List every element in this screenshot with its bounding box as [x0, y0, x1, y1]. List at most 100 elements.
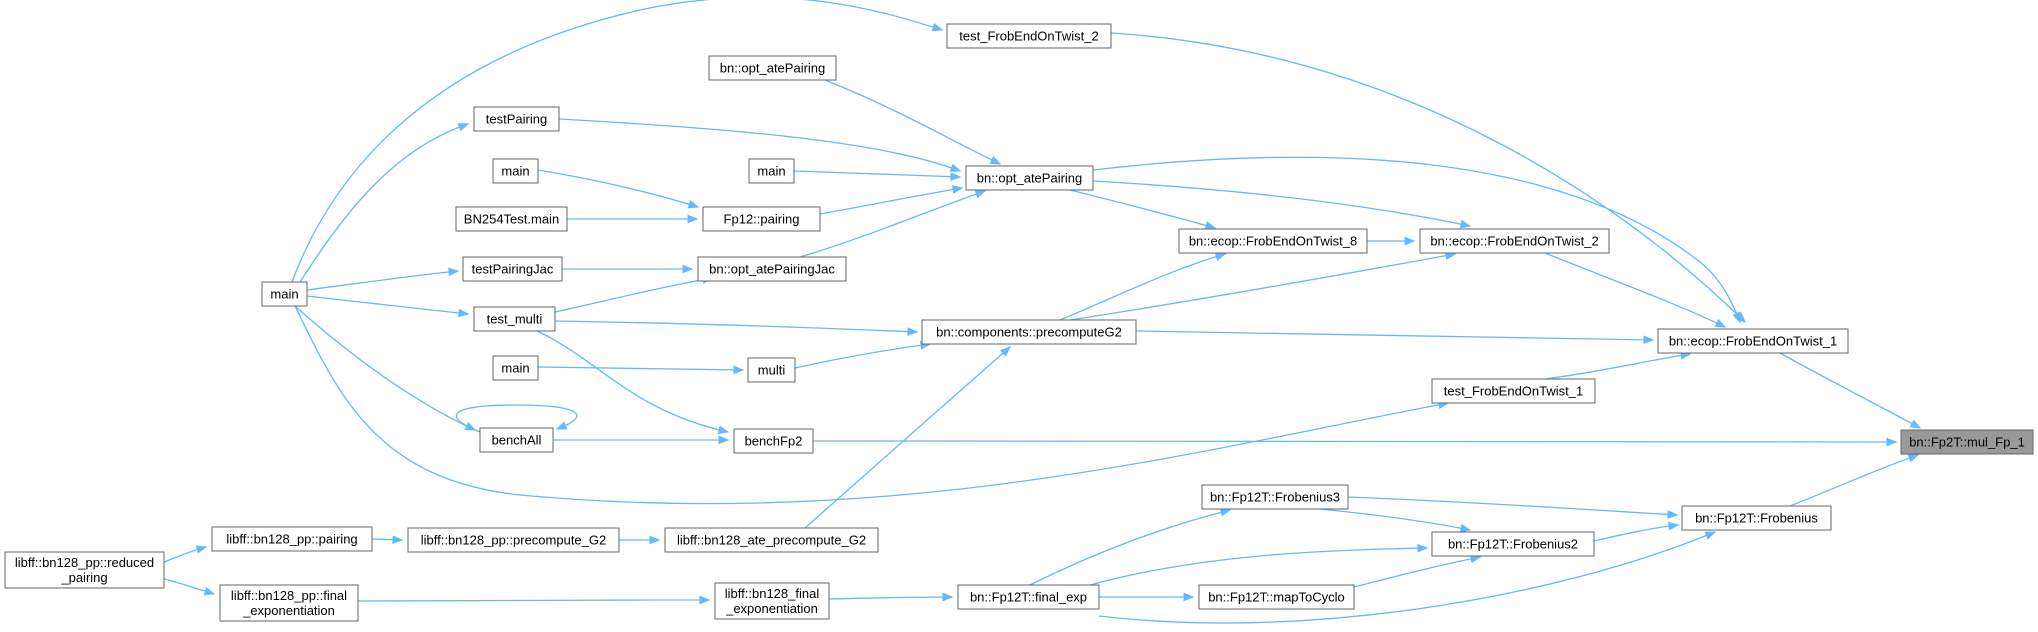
node-libff-bn128-pp-final-exponentiation[interactable]: libff::bn128_pp::final_exponentiation [219, 584, 359, 622]
call-edge-line [812, 440, 1897, 443]
node-box [1201, 484, 1349, 510]
node-label: multi [758, 363, 786, 378]
call-edge-arrowhead [392, 535, 404, 545]
node-label: libff::bn128_pp::pairing [226, 532, 357, 547]
call-edge-line [1789, 454, 1919, 507]
call-edge [828, 592, 954, 602]
node-benchfp2[interactable]: benchFp2 [733, 428, 814, 454]
call-edge [1098, 531, 1717, 624]
node-fp12t-frobenius[interactable]: bn::Fp12T::Frobenius [1681, 505, 1832, 531]
call-edge-line [306, 270, 459, 291]
node-libff-bn128-pp-reduced-pairing[interactable]: libff::bn128_pp::reduced_pairing [4, 551, 165, 589]
node-label: testPairingJac [472, 262, 554, 277]
call-edge-arrowhead [457, 123, 470, 132]
node-label: benchAll [492, 433, 542, 448]
node-fp12t-maptocyclo[interactable]: bn::Fp12T::mapToCyclo [1198, 584, 1355, 610]
node-libff-bn128-pp-precompute-g2[interactable]: libff::bn128_pp::precompute_G2 [407, 527, 620, 553]
node-box [407, 527, 620, 553]
call-graph-edges [163, 0, 1922, 624]
node-box [462, 256, 563, 282]
node-main[interactable]: main [492, 158, 539, 184]
call-edge-line [306, 295, 469, 315]
call-edge-line [357, 599, 710, 602]
node-frobendontwist-8[interactable]: bn::ecop::FrobEndOnTwist_8 [1178, 228, 1368, 254]
node-testpairing[interactable]: testPairing [473, 106, 560, 132]
node-box [455, 206, 568, 232]
call-edge [455, 404, 578, 433]
call-edge [1029, 508, 1232, 586]
call-edge-arrowhead [1204, 221, 1217, 230]
call-edge-arrowhead [949, 163, 962, 172]
node-precomputeg2[interactable]: bn::components::precomputeG2 [921, 319, 1137, 345]
node-main[interactable]: main [261, 281, 308, 307]
call-edge [1069, 251, 1457, 321]
call-edge [537, 169, 700, 209]
node-libff-bn128-final-exponentiation[interactable]: libff::bn128_final_exponentiation [714, 582, 830, 620]
call-edge-line [1069, 189, 1216, 229]
node-multi[interactable]: multi [747, 357, 796, 383]
call-edge-arrowhead [464, 422, 477, 431]
node-opt-atepairingjac[interactable]: bn::opt_atePairingJac [697, 256, 847, 282]
call-edge [1059, 252, 1227, 321]
call-edge-arrowhead [907, 327, 919, 336]
call-edge-arrowhead [733, 365, 745, 375]
call-edge-line [291, 0, 943, 283]
node-test-multi[interactable]: test_multi [473, 306, 556, 332]
node-bn254test-main[interactable]: BN254Test.main [455, 206, 568, 232]
call-edge-arrowhead [974, 190, 987, 199]
node-label: bn::Fp12T::mapToCyclo [1208, 590, 1345, 605]
node-label: bn::Fp2T::mul_Fp_1 [1909, 435, 2025, 450]
call-edge-arrowhead [203, 586, 216, 596]
node-label: test_FrobEndOnTwist_1 [1444, 384, 1583, 399]
call-edge-arrowhead [649, 535, 661, 545]
call-edge-line [793, 170, 961, 178]
node-box [261, 281, 308, 307]
call-edge-arrowhead [1667, 510, 1679, 519]
call-edge [1544, 252, 1727, 328]
call-edge-arrowhead [950, 172, 962, 181]
node-main[interactable]: main [492, 355, 539, 381]
call-edge-line [558, 118, 961, 172]
call-edge [1367, 236, 1416, 246]
node-box [714, 582, 830, 620]
node-fp12t-frobenius3[interactable]: bn::Fp12T::Frobenius3 [1201, 484, 1349, 510]
call-edge-line [299, 123, 469, 283]
node-test-frobendontwist-2[interactable]: test_FrobEndOnTwist_2 [946, 23, 1112, 49]
node-box [1431, 531, 1595, 557]
call-edge [1135, 330, 1655, 345]
node-benchall[interactable]: benchAll [479, 427, 554, 453]
node-box [1657, 328, 1849, 354]
node-box [957, 584, 1100, 610]
node-opt-atepairing-caller[interactable]: bn::opt_atePairing [708, 55, 837, 81]
node-testpairingjac[interactable]: testPairingJac [462, 256, 563, 282]
call-edge [799, 190, 987, 258]
node-mul-fp-1[interactable]: bn::Fp2T::mul_Fp_1 [1900, 429, 2034, 455]
call-edge [558, 118, 962, 172]
call-graph-nodes: bn::Fp2T::mul_Fp_1 bn::ecop::FrobEndOnTwi… [4, 23, 2034, 622]
node-label: bn::opt_atePairing [720, 61, 826, 76]
node-test-frobendontwist-1[interactable]: test_FrobEndOnTwist_1 [1431, 378, 1596, 404]
call-edge [554, 320, 919, 336]
call-edge-arrowhead [195, 545, 208, 554]
node-fp12t-frobenius2[interactable]: bn::Fp12T::Frobenius2 [1431, 531, 1595, 557]
node-fp12t-final-exp[interactable]: bn::Fp12T::final_exp [957, 584, 1100, 610]
node-label: bn::components::precomputeG2 [936, 325, 1122, 340]
call-edge-line [1319, 508, 1471, 531]
node-libff-bn128-pp-pairing[interactable]: libff::bn128_pp::pairing [211, 526, 373, 552]
node-label: bn::Fp12T::Frobenius2 [1448, 537, 1578, 552]
node-opt-atepairing[interactable]: bn::opt_atePairing [965, 165, 1094, 191]
node-libff-bn128-ate-precompute-g2[interactable]: libff::bn128_ate_precompute_G2 [664, 527, 879, 553]
node-fp12-pairing[interactable]: Fp12::pairing [702, 206, 821, 232]
node-box [1198, 584, 1355, 610]
call-edge-arrowhead [699, 595, 711, 605]
node-box [748, 158, 795, 184]
call-edge-arrowhead [989, 155, 1002, 165]
node-frobendontwist-1[interactable]: bn::ecop::FrobEndOnTwist_1 [1657, 328, 1849, 354]
node-frobendontwist-2[interactable]: bn::ecop::FrobEndOnTwist_2 [1419, 228, 1610, 254]
node-main[interactable]: main [748, 158, 795, 184]
call-edge-line [537, 366, 744, 371]
node-label: bn::Fp12T::Frobenius [1695, 511, 1818, 526]
call-edge [163, 545, 208, 563]
node-box [946, 23, 1112, 49]
node-label: _exponentiation [242, 603, 335, 618]
